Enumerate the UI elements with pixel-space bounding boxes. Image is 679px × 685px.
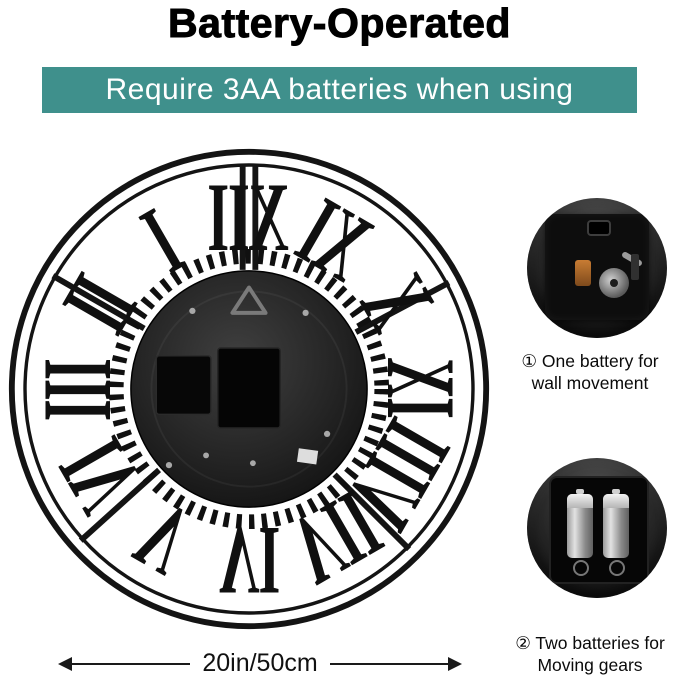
screw xyxy=(323,430,331,438)
banner-text: Require 3AA batteries when using xyxy=(105,73,574,106)
page-title: Battery-Operated xyxy=(168,0,511,47)
dimension-indicator: 20in/50cm xyxy=(58,649,463,678)
callout-line: ① One battery for xyxy=(521,351,659,371)
roman-numeral: IX xyxy=(366,358,475,419)
dimension-label: 20in/50cm xyxy=(202,649,318,677)
screw xyxy=(189,307,196,315)
screw xyxy=(165,462,173,469)
screw xyxy=(302,309,309,316)
clock-rim-inner xyxy=(23,163,475,615)
inset-movement-photo xyxy=(527,198,667,338)
clock-back-photo: XII I II III IV V VI VII VIII IX X XI xyxy=(5,145,493,633)
banner: Require 3AA batteries when using xyxy=(42,67,637,113)
callout-text-movement: ① One battery for wall movement xyxy=(501,350,679,394)
movement-slot xyxy=(631,254,639,280)
screws xyxy=(165,307,331,469)
dimension-line xyxy=(329,662,451,665)
hanger-slot-icon xyxy=(587,220,611,236)
screw xyxy=(249,460,256,467)
callout-line: wall movement xyxy=(531,373,649,393)
battery-spring xyxy=(609,560,625,576)
movement-body xyxy=(545,214,649,320)
battery-cover-right xyxy=(217,347,281,429)
clock-frame-rod xyxy=(354,280,451,335)
back-plate-seam xyxy=(150,290,348,488)
arrow-right-icon xyxy=(448,656,463,671)
arrow-left-icon xyxy=(58,656,72,671)
callout-line: Moving gears xyxy=(537,655,643,675)
callout-line: ② Two batteries for xyxy=(515,633,665,653)
clock-back-illustration: XII I II III IV V VI VII VIII IX X XI xyxy=(8,148,490,630)
battery-cover-left xyxy=(155,355,212,416)
sticker-label xyxy=(296,448,319,465)
roman-numeral: X xyxy=(340,258,455,348)
aa-battery xyxy=(567,489,593,558)
clock-rim-outer xyxy=(8,148,490,630)
inset-battery-photo xyxy=(527,458,667,598)
aa-battery xyxy=(603,489,629,558)
battery-compartment xyxy=(549,476,649,584)
movement-tick-ring xyxy=(108,248,390,530)
roman-numeral: II xyxy=(43,258,158,348)
battery-spring xyxy=(573,560,589,576)
screw xyxy=(203,452,209,459)
hanger-bracket-icon xyxy=(230,285,268,315)
gear-icon xyxy=(599,268,629,298)
copper-coil xyxy=(575,260,591,286)
dimension-line xyxy=(70,662,191,665)
callout-text-batteries: ② Two batteries for Moving gears xyxy=(501,632,679,676)
